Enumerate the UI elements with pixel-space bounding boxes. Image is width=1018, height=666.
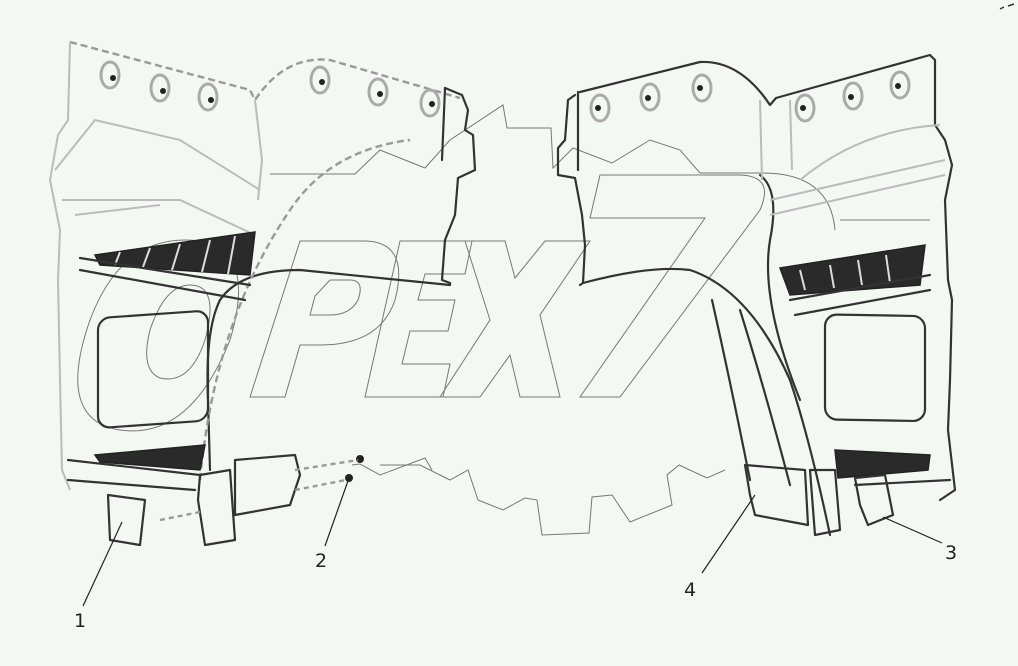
right-lower-step-grate [834,449,931,479]
right-panel-cutout [823,313,927,423]
watermark-opex-letters [77,174,765,432]
callout-leader-lines [82,477,943,607]
leader-3 [882,516,943,544]
left-mounting-holes [99,60,441,118]
right-mounting-holes [589,70,911,123]
left-lower-step-grate [93,444,206,471]
part-1-step-bracket [106,493,147,547]
callout-3: 3 [945,542,958,564]
leader-2 [324,477,350,547]
callout-4: 4 [684,579,697,601]
right-upper-step-grate [778,244,926,296]
leader-1 [82,521,123,607]
leader-4 [701,494,756,574]
right-step-fender-assembly [556,53,957,537]
callout-2: 2 [315,550,328,572]
watermark-gear-outline [270,104,836,536]
left-step-fender-assembly [48,40,477,547]
callout-1: 1 [74,610,87,632]
corner-mark [999,3,1015,10]
left-panel-cutout [96,310,210,429]
part-3-step-bracket [853,473,895,527]
part-4-bracket [743,463,810,527]
